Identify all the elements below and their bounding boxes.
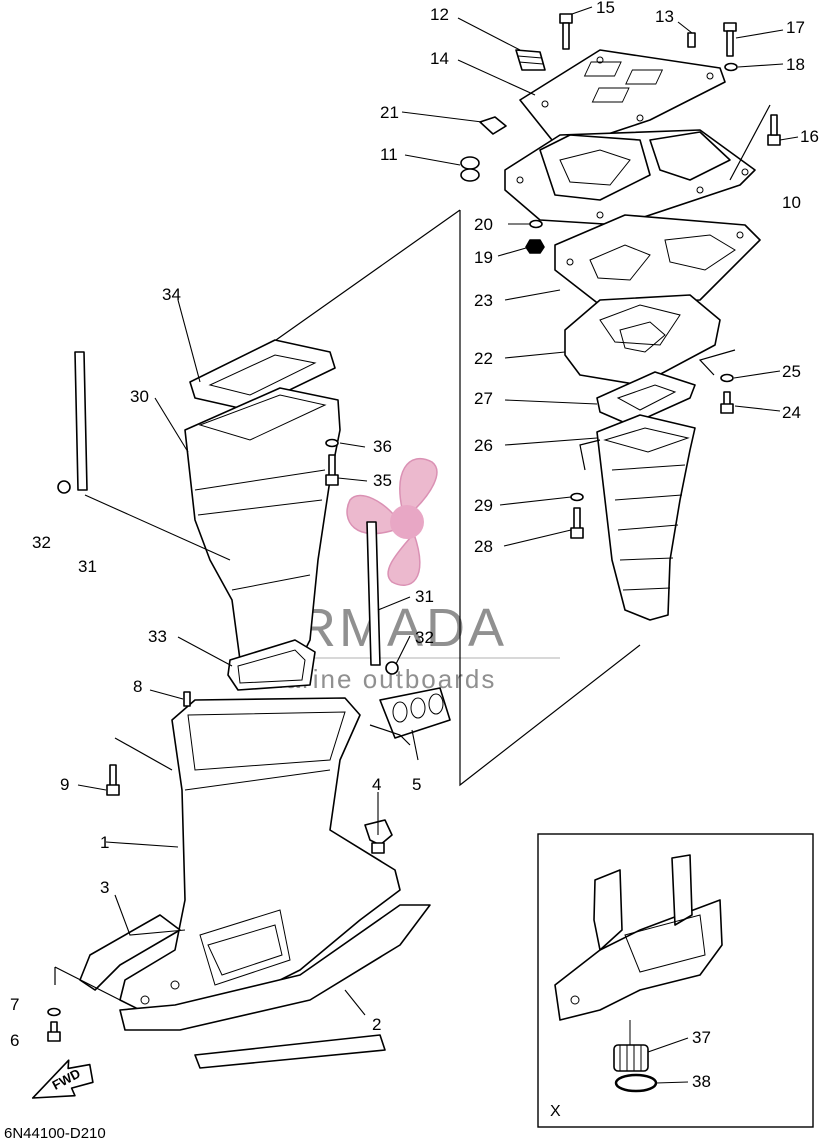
label-part-37: 37	[692, 1028, 711, 1047]
bracket-9	[114, 737, 173, 771]
part-grill-5	[379, 687, 451, 739]
propeller-logo-icon	[346, 457, 438, 587]
label-part-31-left: 31	[78, 557, 97, 576]
part-fitting-21	[479, 116, 507, 135]
label-part-14: 14	[430, 49, 449, 68]
label-part-32-right: 32	[415, 628, 434, 647]
label-part-30: 30	[130, 387, 149, 406]
part-bolt-28	[570, 507, 584, 539]
label-part-36: 36	[373, 437, 392, 456]
label-part-24: 24	[782, 403, 801, 422]
part-upper-casing-30	[184, 387, 341, 661]
part-exhaust-guide-10	[504, 129, 756, 226]
part-plate-2	[119, 904, 431, 1031]
forward-arrow-icon: FWD	[31, 1059, 94, 1099]
part-gasket-27	[596, 371, 696, 426]
part-bolt-15	[559, 13, 573, 50]
label-part-31-right: 31	[415, 587, 434, 606]
label-part-10: 10	[782, 193, 801, 212]
part-plate-22	[564, 294, 721, 386]
part-nut-19	[525, 239, 545, 254]
part-bushing-37	[613, 1020, 649, 1072]
part-bolt-24	[720, 391, 734, 414]
bracket-10	[729, 104, 771, 181]
label-part-29: 29	[474, 496, 493, 515]
label-part-9: 9	[60, 775, 69, 794]
label-part-28: 28	[474, 537, 493, 556]
bracket-5	[369, 724, 411, 746]
inset-label: X	[550, 1103, 561, 1120]
inset-detail-x: X	[537, 833, 814, 1128]
label-part-21: 21	[380, 103, 399, 122]
part-bolt-35	[325, 454, 339, 486]
part-grommet-12	[515, 49, 546, 71]
label-part-22: 22	[474, 349, 493, 368]
label-part-20: 20	[474, 215, 493, 234]
label-part-25: 25	[782, 362, 801, 381]
part-exhaust-tube-26	[596, 414, 696, 621]
part-washer-18	[724, 62, 738, 72]
part-bolt-6	[47, 1021, 61, 1042]
part-washer-7	[47, 1007, 61, 1017]
diagram-code: 6N44100-D210	[4, 1125, 106, 1141]
part-washer-25	[720, 373, 734, 383]
part-bolt-17	[723, 22, 737, 57]
part-pin-13	[687, 32, 696, 48]
part-strip-2-lower	[194, 1034, 386, 1069]
part-pin-8	[183, 691, 191, 707]
label-part-4: 4	[372, 775, 381, 794]
part-bolt-9	[106, 764, 120, 796]
part-strip-31-right	[366, 521, 381, 666]
label-part-6: 6	[10, 1031, 19, 1050]
assembly-bracket-line	[459, 210, 641, 787]
label-part-15: 15	[596, 0, 615, 17]
bracket-7	[54, 966, 121, 1001]
label-part-11: 11	[380, 145, 398, 164]
part-gasket-23	[554, 214, 761, 306]
part-clip-32-right	[385, 661, 399, 675]
part-washer-20	[529, 219, 543, 229]
part-lower-case-1	[119, 697, 401, 1011]
label-part-13: 13	[655, 7, 674, 26]
part-gasket-34	[189, 339, 336, 411]
label-part-2: 2	[372, 1015, 381, 1034]
part-gasket-33	[227, 639, 316, 691]
label-part-33: 33	[148, 627, 167, 646]
part-bolt-16	[767, 114, 781, 146]
bracket-29	[579, 439, 601, 471]
part-washer-29	[570, 492, 584, 502]
label-part-16: 16	[800, 127, 819, 146]
label-part-19: 19	[474, 248, 493, 267]
leader-strip-left	[84, 494, 231, 561]
label-part-34: 34	[162, 285, 181, 304]
label-part-3: 3	[100, 878, 109, 897]
label-part-7: 7	[10, 995, 19, 1014]
label-part-1: 1	[100, 833, 109, 852]
part-strip-31-left	[74, 351, 88, 491]
label-part-26: 26	[474, 436, 493, 455]
part-clip-32-left	[57, 480, 71, 494]
leader-lines	[77, 6, 799, 1084]
label-part-12: 12	[430, 5, 449, 24]
part-grommet-11	[460, 156, 480, 182]
label-part-35: 35	[373, 471, 392, 490]
leader-frame-top	[275, 209, 461, 341]
part-washer-36	[325, 438, 339, 448]
label-part-8: 8	[133, 677, 142, 696]
label-part-18: 18	[786, 55, 805, 74]
label-part-27: 27	[474, 389, 493, 408]
label-part-38: 38	[692, 1072, 711, 1091]
part-number-labels: 1 2 3 4 5 6 7 8 9 10 11 12 13 14 15 16 1…	[10, 0, 819, 1091]
label-part-23: 23	[474, 291, 493, 310]
label-part-32-left: 32	[32, 533, 51, 552]
label-part-5: 5	[412, 775, 421, 794]
bracket-25	[698, 349, 736, 376]
label-part-17: 17	[786, 18, 805, 37]
